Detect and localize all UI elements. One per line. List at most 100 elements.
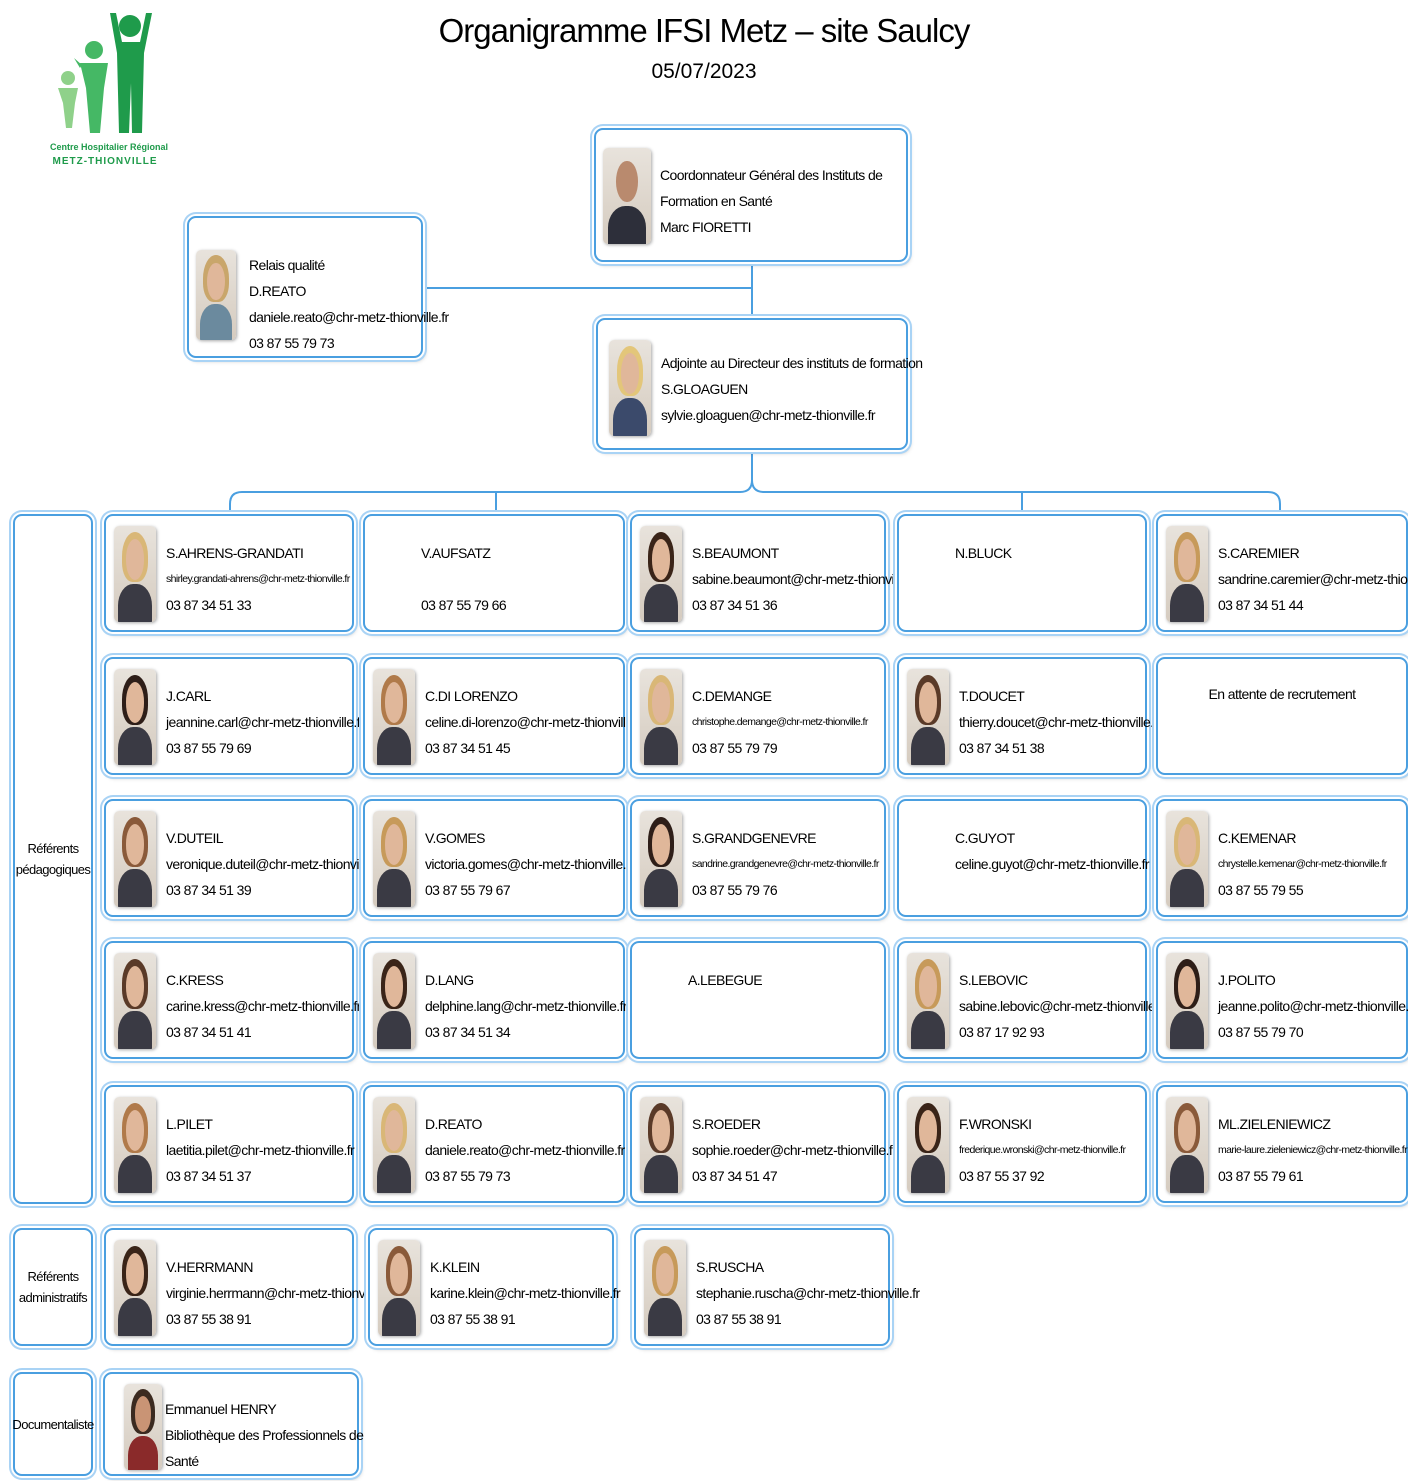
pedagogue-17-phone xyxy=(688,1019,762,1045)
pedagogue-19-name: J.POLITO xyxy=(1218,972,1276,988)
pedagogue-16-email[interactable]: delphine.lang@chr-metz-thionville.fr xyxy=(425,998,628,1014)
pedagogue-14-phone: 03 87 55 79 55 xyxy=(1218,882,1304,898)
documentaliste-service: Bibliothèque des Professionnels de xyxy=(165,1427,364,1443)
pedagogue-3-name: N.BLUCK xyxy=(955,545,1012,561)
pedagogue-20-photo xyxy=(114,1097,156,1193)
pedagogue-23-photo xyxy=(907,1097,949,1193)
logo-text-line2: METZ-THIONVILLE xyxy=(52,156,158,167)
hospital-logo: Centre Hospitalier Régional METZ-THIONVI… xyxy=(50,8,168,178)
pedagogue-4-name: S.CAREMIER xyxy=(1218,545,1300,561)
documentaliste-photo xyxy=(124,1384,162,1470)
pedagogue-23-name: F.WRONSKI xyxy=(959,1116,1032,1132)
documentaliste-text: Emmanuel HENRY Bibliothèque des Professi… xyxy=(165,1396,364,1474)
pedagogue-5-email[interactable]: jeannine.carl@chr-metz-thionville.fr xyxy=(166,714,365,730)
pedagogue-1-email[interactable] xyxy=(421,566,506,592)
pedagogue-3-text: N.BLUCK xyxy=(955,540,1012,618)
pedagogue-9-text: En attente de recrutement xyxy=(1156,681,1408,759)
pedagogue-23-email[interactable]: frederique.wronski@chr-metz-thionville.f… xyxy=(959,1144,1126,1156)
pedagogue-17-email[interactable] xyxy=(688,993,762,1019)
admin-2-name: S.RUSCHA xyxy=(696,1259,764,1275)
pedagogue-8-email[interactable]: thierry.doucet@chr-metz-thionville.fr xyxy=(959,714,1161,730)
pedagogue-21-phone: 03 87 55 79 73 xyxy=(425,1168,511,1184)
deputy-role: Adjointe au Directeur des instituts de f… xyxy=(661,355,923,371)
pedagogue-23-phone: 03 87 55 37 92 xyxy=(959,1168,1045,1184)
pedagogue-3-email[interactable] xyxy=(955,566,1011,592)
pedagogue-2-text: S.BEAUMONT sabine.beaumont@chr-metz-thion… xyxy=(692,540,917,618)
pedagogue-13-card xyxy=(897,799,1147,917)
pedagogue-15-email[interactable]: carine.kress@chr-metz-thionville.fr xyxy=(166,998,361,1014)
admin-0-phone: 03 87 55 38 91 xyxy=(166,1311,252,1327)
pedagogue-22-email[interactable]: sophie.roeder@chr-metz-thionville.fr xyxy=(692,1142,897,1158)
pedagogue-6-photo xyxy=(373,669,415,765)
pedagogue-15-phone: 03 87 34 51 41 xyxy=(166,1024,252,1040)
pedagogue-14-name: C.KEMENAR xyxy=(1218,830,1296,846)
pedagogue-24-email[interactable]: marie-laure.zieleniewicz@chr-metz-thionv… xyxy=(1218,1144,1408,1156)
pedagogue-18-email[interactable]: sabine.lebovic@chr-metz-thionville.fr xyxy=(959,998,1166,1014)
pedagogue-13-name: C.GUYOT xyxy=(955,830,1015,846)
pedagogue-2-email[interactable]: sabine.beaumont@chr-metz-thionville.fr xyxy=(692,571,917,587)
pedagogue-4-text: S.CAREMIER sandrine.caremier@chr-metz-thi… xyxy=(1218,540,1408,618)
pedagogue-21-email[interactable]: daniele.reato@chr-metz-thionville.fr xyxy=(425,1142,625,1158)
pedagogue-9-email[interactable] xyxy=(1156,707,1408,733)
pedagogue-13-email[interactable]: celine.guyot@chr-metz-thionville.fr xyxy=(955,856,1150,872)
pedagogue-19-email[interactable]: jeanne.polito@chr-metz-thionville.fr xyxy=(1218,998,1408,1014)
pedagogue-9-name: En attente de recrutement xyxy=(1208,686,1356,702)
pedagogue-2-phone: 03 87 34 51 36 xyxy=(692,597,778,613)
admin-1-phone: 03 87 55 38 91 xyxy=(430,1311,516,1327)
pedagogue-7-name: C.DEMANGE xyxy=(692,688,772,704)
pedagogue-17-text: A.LEBEGUE xyxy=(688,967,763,1045)
pedagogue-12-email[interactable]: sandrine.grandgenevre@chr-metz-thionvill… xyxy=(692,858,879,870)
pedagogue-1-card xyxy=(363,514,625,632)
pedagogue-14-email[interactable]: chrystelle.kemenar@chr-metz-thionville.f… xyxy=(1218,858,1387,870)
pedagogue-9-card xyxy=(1156,657,1408,775)
pedagogue-20-email[interactable]: laetitia.pilet@chr-metz-thionville.fr xyxy=(166,1142,355,1158)
pedagogue-4-email[interactable]: sandrine.caremier@chr-metz-thionville.fr xyxy=(1218,571,1408,587)
coordinator-text: Coordonnateur Général des Instituts de F… xyxy=(660,162,883,240)
pedagogue-10-phone: 03 87 34 51 39 xyxy=(166,882,252,898)
pedagogue-23-text: F.WRONSKI frederique.wronski@chr-metz-thi… xyxy=(959,1111,1126,1189)
page-title: Organigramme IFSI Metz – site Saulcy xyxy=(438,12,971,49)
pedagogue-7-email[interactable]: christophe.demange@chr-metz-thionville.f… xyxy=(692,716,868,728)
pedagogue-6-email[interactable]: celine.di-lorenzo@chr-metz-thionville.fr xyxy=(425,714,644,730)
pedagogue-12-phone: 03 87 55 79 76 xyxy=(692,882,778,898)
pedagogue-24-phone: 03 87 55 79 61 xyxy=(1218,1168,1304,1184)
admin-2-text: S.RUSCHA stephanie.ruscha@chr-metz-thionv… xyxy=(696,1254,920,1332)
pedagogue-19-phone: 03 87 55 79 70 xyxy=(1218,1024,1304,1040)
quality-email[interactable]: daniele.reato@chr-metz-thionville.fr xyxy=(249,309,449,325)
pedagogue-14-photo xyxy=(1166,811,1208,907)
admin-1-email[interactable]: karine.klein@chr-metz-thionville.fr xyxy=(430,1285,621,1301)
deputy-email[interactable]: sylvie.gloaguen@chr-metz-thionville.fr xyxy=(661,407,876,423)
admin-0-email[interactable]: virginie.herrmann@chr-metz-thionville.fr xyxy=(166,1285,391,1301)
pedagogue-24-name: ML.ZIELENIEWICZ xyxy=(1218,1116,1331,1132)
pedagogue-7-text: C.DEMANGE christophe.demange@chr-metz-thi… xyxy=(692,683,868,761)
pedagogue-8-phone: 03 87 34 51 38 xyxy=(959,740,1045,756)
pedagogue-18-photo xyxy=(907,953,949,1049)
pedagogue-24-text: ML.ZIELENIEWICZ marie-laure.zieleniewicz@… xyxy=(1218,1111,1408,1189)
pedagogue-11-email[interactable]: victoria.gomes@chr-metz-thionville.fr xyxy=(425,856,634,872)
admin-2-phone: 03 87 55 38 91 xyxy=(696,1311,782,1327)
coordinator-role: Coordonnateur Général des Instituts de xyxy=(660,167,883,183)
pedagogue-5-phone: 03 87 55 79 69 xyxy=(166,740,252,756)
category-documentaliste: Documentaliste xyxy=(12,1372,94,1476)
pedagogue-2-name: S.BEAUMONT xyxy=(692,545,779,561)
pedagogue-22-phone: 03 87 34 51 47 xyxy=(692,1168,778,1184)
pedagogue-20-phone: 03 87 34 51 37 xyxy=(166,1168,252,1184)
admin-2-photo xyxy=(644,1240,686,1336)
page-date: 05/07/2023 xyxy=(651,60,757,83)
admin-2-email[interactable]: stephanie.ruscha@chr-metz-thionville.fr xyxy=(696,1285,920,1301)
pedagogue-0-email[interactable]: shirley.grandati-ahrens@chr-metz-thionvi… xyxy=(166,573,350,585)
pedagogue-0-photo xyxy=(114,526,156,622)
pedagogue-10-email[interactable]: veronique.duteil@chr-metz-thionville.fr xyxy=(166,856,382,872)
quality-phone: 03 87 55 79 73 xyxy=(249,335,335,351)
quality-text: Relais qualité D.REATO daniele.reato@chr… xyxy=(249,252,449,356)
